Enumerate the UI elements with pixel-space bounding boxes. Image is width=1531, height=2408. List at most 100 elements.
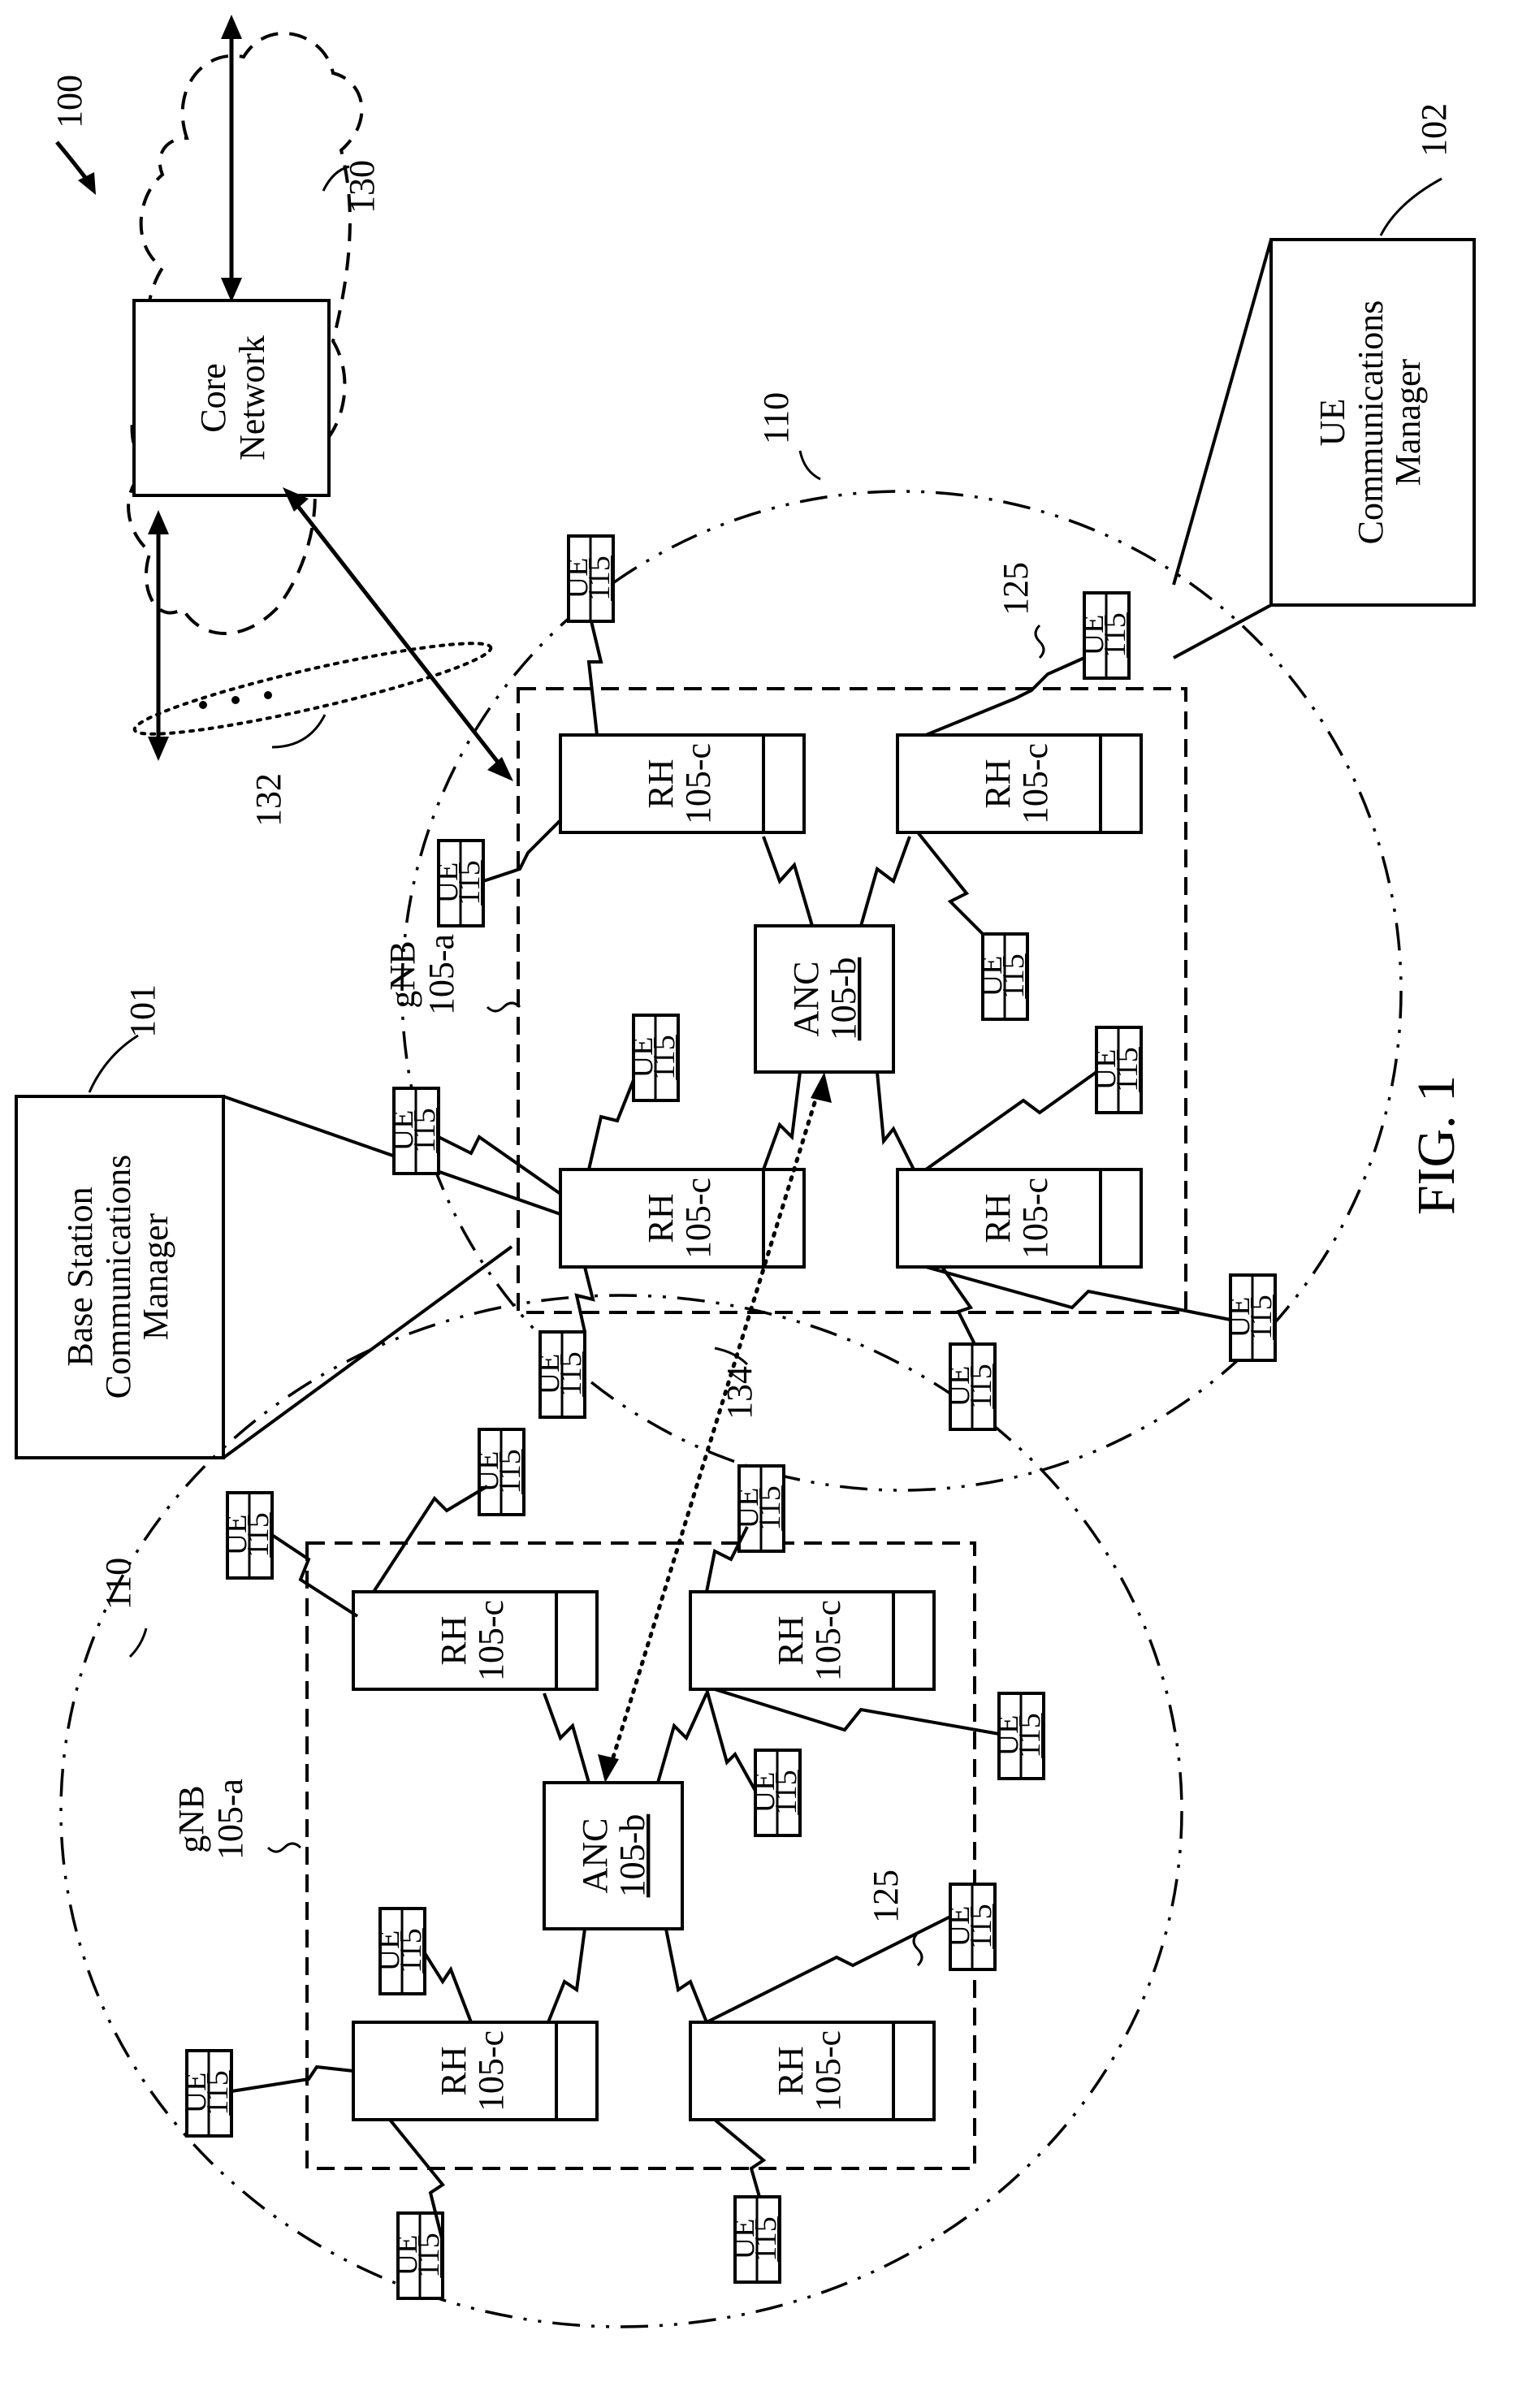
svg-text:Network: Network (232, 335, 272, 460)
svg-text:115: 115 (1098, 612, 1132, 658)
svg-text:ANC: ANC (575, 1818, 615, 1894)
bs-manager-ref: 101 (123, 984, 162, 1038)
core-to-gnb-arrowhead-end (487, 757, 513, 781)
link-ref-upper-leader (1036, 625, 1044, 658)
wireless-link (707, 1527, 747, 1592)
svg-text:RH: RH (771, 1615, 811, 1665)
link-ref-upper: 125 (996, 562, 1036, 616)
wireless-link (374, 1486, 487, 1592)
svg-text:Manager: Manager (136, 1213, 175, 1340)
svg-text:115: 115 (582, 556, 616, 601)
ue-device: UE115 (1222, 1275, 1278, 1360)
inter-anc-ref-leader (715, 1348, 747, 1364)
ue-device: UE115 (532, 1332, 588, 1417)
wireless-link (544, 1693, 589, 1783)
svg-text:115: 115 (749, 2216, 783, 2262)
wireless-link (577, 1267, 593, 1332)
wireless-link (483, 820, 560, 881)
svg-text:115: 115 (769, 1770, 803, 1815)
wireless-link (763, 837, 812, 926)
backhaul-arrowhead-bottom (148, 737, 169, 761)
svg-text:gNB: gNB (171, 1785, 211, 1852)
svg-text:110: 110 (98, 1558, 138, 1610)
svg-text:105-a: 105-a (422, 934, 461, 1015)
svg-text:110: 110 (756, 392, 796, 444)
ue-device: UE115 (625, 1015, 681, 1100)
ue-manager-ref: 102 (1414, 103, 1454, 157)
svg-text:115: 115 (493, 1449, 527, 1494)
wireless-link (231, 2067, 353, 2091)
wireless-link (918, 832, 983, 934)
svg-text:RH: RH (641, 1193, 681, 1243)
svg-text:115: 115 (964, 1904, 998, 1949)
svg-text:115: 115 (408, 1108, 442, 1153)
ue-device: UE115 (727, 2197, 783, 2282)
ue-device: UE115 (731, 1466, 787, 1551)
svg-text:UE: UE (1313, 399, 1352, 447)
wireless-link (707, 1917, 950, 2022)
svg-text:115: 115 (452, 860, 487, 906)
wireless-link (707, 1689, 755, 1791)
gnb-label-upper: gNB 105-a (383, 934, 461, 1015)
wireless-link (877, 1072, 914, 1169)
svg-text:105-c: 105-c (678, 743, 718, 824)
rh-node: RH105-c (560, 735, 804, 832)
ue-manager-link (1174, 240, 1271, 585)
ue-device: UE115 (1076, 593, 1132, 678)
svg-text:115: 115 (1110, 1047, 1144, 1092)
svg-text:115: 115 (753, 1485, 787, 1531)
svg-text:102: 102 (1414, 103, 1454, 157)
svg-text:Communications: Communications (1351, 300, 1390, 545)
svg-text:RH: RH (978, 1193, 1018, 1243)
coverage-lower-ref-leader (130, 1628, 146, 1657)
wireless-link (666, 1929, 707, 2022)
ue-device: UE115 (942, 1344, 998, 1429)
svg-text:RH: RH (771, 2046, 811, 2095)
rh-node: RH105-c (353, 2022, 597, 2120)
gnb-upper-leader (487, 1003, 520, 1011)
ue-device: UE115 (386, 1088, 442, 1174)
svg-text:105-b: 105-b (824, 958, 863, 1041)
ue-device: UE115 (219, 1493, 275, 1578)
backhaul-ref-leader (272, 715, 325, 747)
ue-manager-ref-leader (1381, 179, 1442, 236)
ue-device: UE115 (372, 1909, 428, 1994)
coverage-upper-ref: 110 (756, 392, 796, 444)
svg-text:100: 100 (50, 75, 89, 128)
ue-device: UE115 (1088, 1027, 1144, 1113)
svg-text:105-c: 105-c (808, 1600, 848, 1681)
svg-text:RH: RH (434, 2046, 474, 2095)
svg-text:125: 125 (996, 562, 1036, 616)
wireless-link (548, 1929, 585, 2022)
ue-device: UE115 (747, 1750, 803, 1835)
rh-node: RH105-c (897, 735, 1141, 832)
svg-text:115: 115 (394, 1928, 428, 1974)
wireless-link (861, 837, 910, 926)
wireless-link (715, 2120, 763, 2197)
backhaul-dot (264, 691, 272, 699)
wireless-link (272, 1535, 357, 1616)
link-ref-lower-leader (914, 1933, 922, 1965)
svg-text:105-c: 105-c (808, 2030, 848, 2112)
anc-label-upper: ANC 105-b (786, 958, 863, 1041)
svg-text:115: 115 (1244, 1295, 1278, 1340)
svg-text:RH: RH (434, 1615, 474, 1665)
svg-text:125: 125 (866, 1870, 906, 1923)
rh-node: RH105-c (690, 1592, 934, 1689)
svg-text:105-c: 105-c (1015, 1178, 1055, 1259)
svg-text:101: 101 (123, 984, 162, 1038)
svg-text:115: 115 (1013, 1713, 1047, 1758)
rh-node: RH105-c (690, 2022, 934, 2120)
ue-device: UE115 (179, 2051, 235, 2136)
svg-text:FIG. 1: FIG. 1 (1407, 1075, 1466, 1215)
wireless-link (715, 1689, 999, 1734)
backhaul-arrowhead-top (148, 510, 169, 534)
svg-text:115: 115 (241, 1512, 275, 1558)
svg-text:Base Station: Base Station (60, 1187, 100, 1366)
svg-text:105-b: 105-b (612, 1814, 652, 1898)
gnb-lower-leader (268, 1844, 301, 1852)
coverage-lower-ref: 110 (98, 1558, 138, 1610)
svg-text:RH: RH (641, 759, 681, 808)
anc-label-lower: ANC 105-b (575, 1814, 652, 1898)
inter-anc-arrowhead-bottom (598, 1754, 619, 1783)
